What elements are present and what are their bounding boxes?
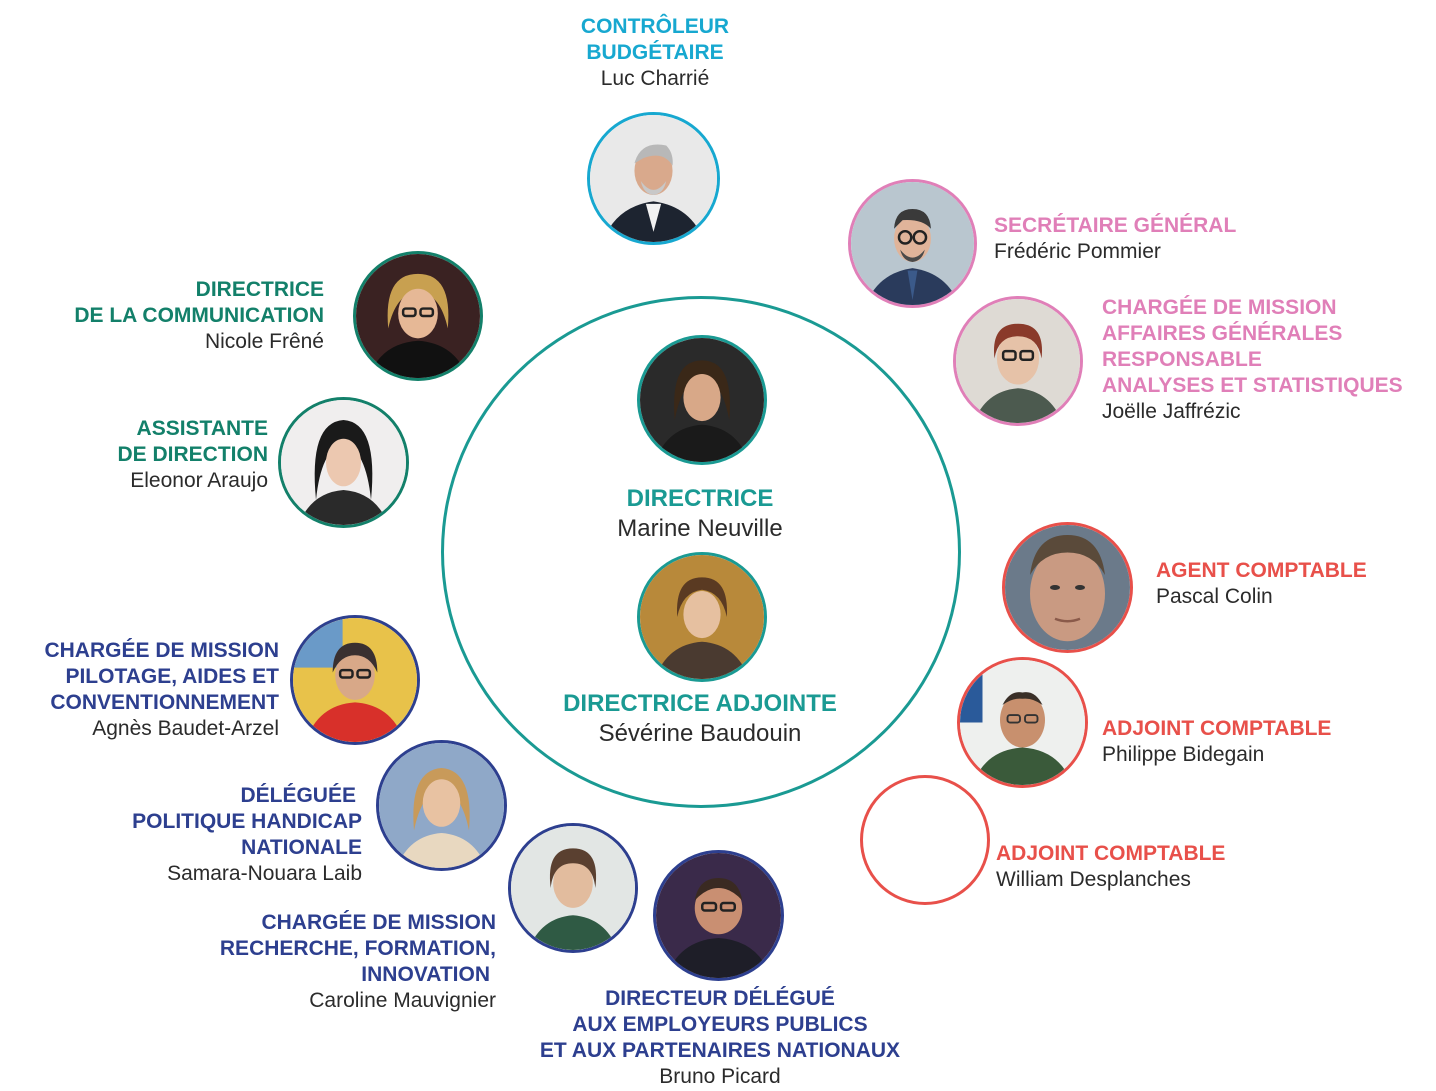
mission-pac-title-1: CHARGÉE DE MISSION bbox=[44, 639, 279, 662]
assistante-title-1: ASSISTANTE bbox=[136, 417, 268, 440]
adjoint1-name: Philippe Bidegain bbox=[1102, 743, 1265, 766]
photo-philippe-bidegain bbox=[957, 657, 1088, 788]
deputy-label: DIRECTRICE ADJOINTE Sévérine Baudouin bbox=[520, 689, 880, 749]
mission-ag-label: CHARGÉE DE MISSION AFFAIRES GÉNÉRALES RE… bbox=[1102, 295, 1432, 425]
mission-pac-title-3: CONVENTIONNEMENT bbox=[50, 691, 279, 714]
photo-bruno-picard bbox=[653, 850, 784, 981]
deputy-name: Sévérine Baudouin bbox=[598, 720, 802, 747]
controleur-title-2: BUDGÉTAIRE bbox=[586, 41, 724, 64]
assistante-title-2: DE DIRECTION bbox=[117, 443, 268, 466]
mission-ag-title-1: CHARGÉE DE MISSION bbox=[1102, 296, 1337, 319]
directeur-delegue-label: DIRECTEUR DÉLÉGUÉ AUX EMPLOYEURS PUBLICS… bbox=[500, 986, 940, 1090]
communication-title-2: DE LA COMMUNICATION bbox=[74, 304, 324, 327]
secretaire-title: SECRÉTAIRE GÉNÉRAL bbox=[994, 214, 1237, 237]
agent-comptable-name: Pascal Colin bbox=[1156, 585, 1273, 608]
mission-ag-name: Joëlle Jaffrézic bbox=[1102, 400, 1241, 423]
photo-marine-neuville bbox=[637, 335, 767, 465]
controleur-label: CONTRÔLEUR BUDGÉTAIRE Luc Charrié bbox=[520, 14, 790, 92]
agent-comptable-title: AGENT COMPTABLE bbox=[1156, 559, 1367, 582]
photo-caroline-mauvignier bbox=[508, 823, 638, 953]
mission-ag-title-2: AFFAIRES GÉNÉRALES bbox=[1102, 322, 1343, 345]
mission-rfi-title-3: INNOVATION bbox=[361, 963, 490, 986]
director-title: DIRECTRICE bbox=[626, 485, 774, 512]
photo-william-desplanches-placeholder bbox=[860, 775, 990, 905]
deleguee-title-1: DÉLÉGUÉE bbox=[240, 784, 356, 807]
mission-ag-title-4: ANALYSES ET STATISTIQUES bbox=[1102, 374, 1403, 397]
secretaire-name: Frédéric Pommier bbox=[994, 240, 1161, 263]
central-circle bbox=[441, 296, 961, 808]
photo-frederic-pommier bbox=[848, 179, 977, 308]
photo-eleonor-araujo bbox=[278, 397, 409, 528]
communication-label: DIRECTRICE DE LA COMMUNICATION Nicole Fr… bbox=[20, 277, 324, 355]
directeur-delegue-name: Bruno Picard bbox=[659, 1065, 781, 1088]
assistante-label: ASSISTANTE DE DIRECTION Eleonor Araujo bbox=[60, 416, 268, 494]
director-name: Marine Neuville bbox=[617, 515, 783, 542]
photo-joelle-jaffrezic bbox=[953, 296, 1083, 426]
mission-rfi-title-1: CHARGÉE DE MISSION bbox=[261, 911, 496, 934]
mission-rfi-title-2: RECHERCHE, FORMATION, bbox=[219, 937, 496, 960]
photo-pascal-colin bbox=[1002, 522, 1133, 653]
adjoint1-label: ADJOINT COMPTABLE Philippe Bidegain bbox=[1102, 716, 1402, 768]
deleguee-label: DÉLÉGUÉE POLITIQUE HANDICAP NATIONALE Sa… bbox=[60, 783, 362, 887]
secretaire-label: SECRÉTAIRE GÉNÉRAL Frédéric Pommier bbox=[994, 213, 1294, 265]
mission-ag-title-3: RESPONSABLE bbox=[1102, 348, 1262, 371]
mission-pac-label: CHARGÉE DE MISSION PILOTAGE, AIDES ET CO… bbox=[10, 638, 279, 742]
mission-rfi-label: CHARGÉE DE MISSION RECHERCHE, FORMATION,… bbox=[160, 910, 496, 1014]
directeur-delegue-title-2: AUX EMPLOYEURS PUBLICS bbox=[572, 1013, 868, 1036]
mission-pac-name: Agnès Baudet-Arzel bbox=[92, 717, 279, 740]
deleguee-title-2: POLITIQUE HANDICAP bbox=[132, 810, 362, 833]
deputy-title: DIRECTRICE ADJOINTE bbox=[563, 690, 837, 717]
mission-pac-title-2: PILOTAGE, AIDES ET bbox=[65, 665, 279, 688]
photo-samara-nouara-laib bbox=[376, 740, 507, 871]
adjoint2-title: ADJOINT COMPTABLE bbox=[996, 842, 1226, 865]
photo-nicole-frene bbox=[353, 251, 483, 381]
communication-name: Nicole Frêné bbox=[204, 330, 324, 353]
assistante-name: Eleonor Araujo bbox=[130, 469, 268, 492]
deleguee-name: Samara-Nouara Laib bbox=[167, 862, 362, 885]
mission-rfi-name: Caroline Mauvignier bbox=[309, 989, 496, 1012]
directeur-delegue-title-1: DIRECTEUR DÉLÉGUÉ bbox=[605, 987, 835, 1010]
director-label: DIRECTRICE Marine Neuville bbox=[550, 484, 850, 544]
communication-title-1: DIRECTRICE bbox=[195, 278, 324, 301]
agent-comptable-label: AGENT COMPTABLE Pascal Colin bbox=[1156, 558, 1426, 610]
adjoint1-title: ADJOINT COMPTABLE bbox=[1102, 717, 1332, 740]
deleguee-title-3: NATIONALE bbox=[241, 836, 362, 859]
photo-agnes-baudet-arzel bbox=[290, 615, 420, 745]
directeur-delegue-title-3: ET AUX PARTENAIRES NATIONAUX bbox=[539, 1039, 901, 1062]
controleur-title-1: CONTRÔLEUR bbox=[580, 15, 730, 38]
adjoint2-label: ADJOINT COMPTABLE William Desplanches bbox=[996, 841, 1296, 893]
adjoint2-name: William Desplanches bbox=[996, 868, 1191, 891]
photo-luc-charrie bbox=[587, 112, 720, 245]
controleur-name: Luc Charrié bbox=[600, 67, 710, 90]
photo-severine-baudouin bbox=[637, 552, 767, 682]
